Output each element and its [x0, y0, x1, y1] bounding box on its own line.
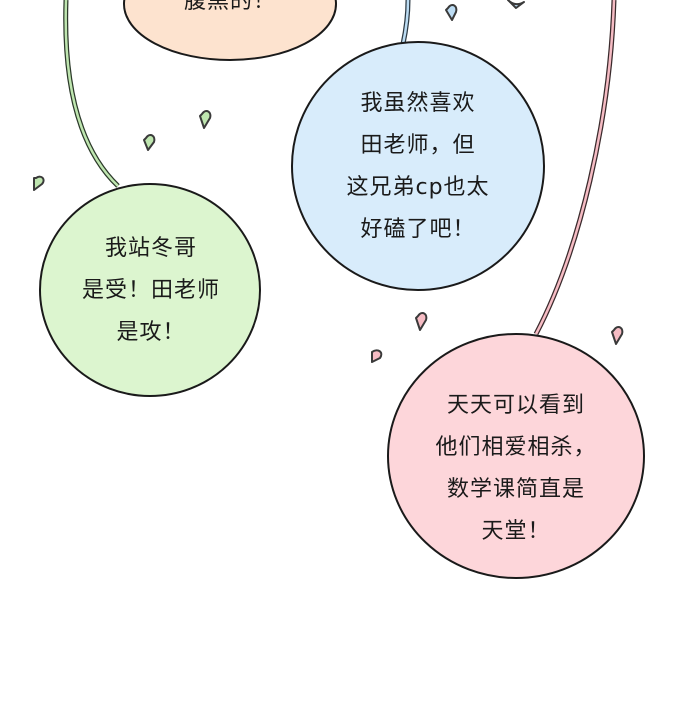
green-bubble-string: [63, 0, 120, 188]
heart-icon: [415, 312, 428, 331]
blue-bubble-text: 我虽然喜欢 田老师，但 这兄弟cp也太 好磕了吧！: [300, 82, 536, 252]
bubble-line: 是受！田老师: [81, 278, 220, 303]
top-partial-bubble-text: 腹黑的！: [150, 0, 310, 22]
heart-icon: [371, 349, 383, 363]
heart-icon: [199, 110, 212, 129]
top-partial-bubble-shape: [123, 0, 337, 61]
bubble-line: 天堂！: [481, 519, 551, 544]
bubble-line: 田老师，但: [360, 133, 476, 158]
heart-icon: [445, 4, 458, 21]
bubble-line: 他们相爱相杀，: [435, 435, 597, 460]
blue-bubble-shape: [291, 41, 545, 291]
bubble-line: 天天可以看到: [446, 393, 585, 418]
bubble-line: 我虽然喜欢: [360, 91, 476, 116]
heart-icon: [611, 326, 624, 345]
bubble-line: 数学课简直是: [446, 477, 585, 502]
pink-bubble-string: [533, 0, 617, 336]
bubble-line: 我站冬哥: [104, 236, 197, 261]
pink-bubble-shape: [387, 333, 645, 579]
bubble-line: 腹黑的！: [183, 0, 276, 14]
pink-bubble-text: 天天可以看到 他们相爱相杀， 数学课简直是 天堂！: [398, 384, 634, 554]
bubble-line: 是攻！: [116, 320, 186, 345]
bubble-line: 这兄弟cp也太: [346, 175, 490, 200]
bubble-line: 好磕了吧！: [360, 217, 476, 242]
green-bubble-shape: [39, 183, 261, 397]
heart-icon: [143, 134, 156, 151]
heart-icon: [507, 0, 525, 9]
heart-icon: [33, 175, 45, 191]
green-bubble-text: 我站冬哥 是受！田老师 是攻！: [46, 226, 256, 356]
